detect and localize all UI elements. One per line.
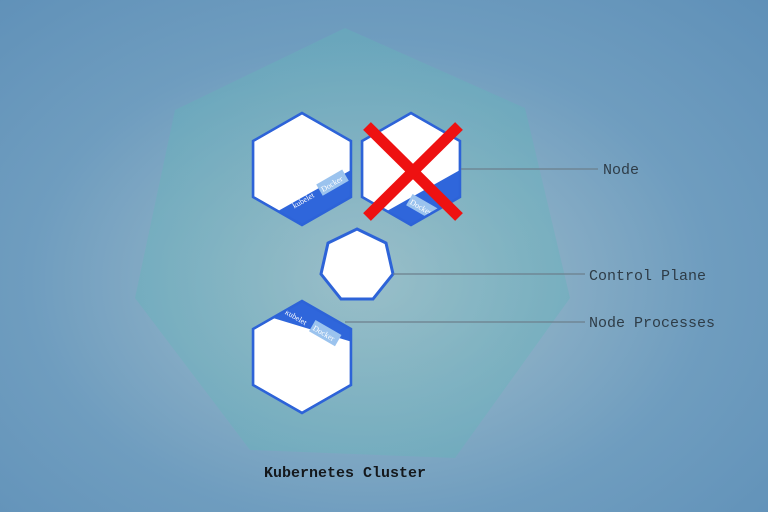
node-processes-callout: Node Processes [589, 315, 715, 332]
docker-badge [316, 169, 349, 196]
control-plane [319, 227, 395, 301]
failure-x-icon [363, 122, 463, 221]
control-plane-callout: Control Plane [589, 268, 706, 285]
cluster-caption: Kubernetes Cluster [264, 465, 426, 482]
docker-badge [309, 319, 342, 347]
node-callout: Node [603, 162, 639, 179]
